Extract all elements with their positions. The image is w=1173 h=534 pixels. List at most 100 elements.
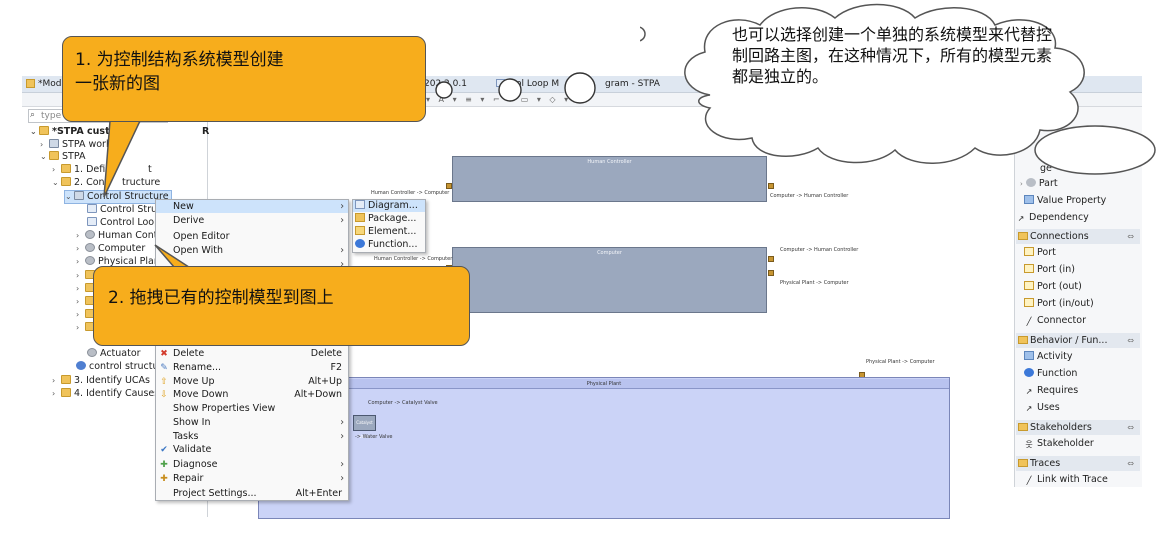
chevron-right-icon: ›: [340, 259, 344, 270]
palette-item-port[interactable]: Port: [1024, 247, 1056, 259]
chevron-right-icon: ›: [340, 201, 344, 212]
editor-tab-title[interactable]: trol Loop M: [509, 79, 560, 89]
palette-item-requires[interactable]: ↗Requires: [1025, 385, 1079, 396]
palette-item-connector[interactable]: ╱Connector: [1024, 315, 1086, 327]
label-to-water-valve: -> Water Valve: [355, 434, 393, 440]
folder-icon: [61, 375, 71, 384]
chevron-right-icon: ›: [340, 459, 344, 470]
chevron-right-icon[interactable]: ›: [52, 376, 56, 385]
submenu-item-function[interactable]: Function...: [353, 239, 425, 251]
diagram-icon: [87, 204, 97, 213]
palette-category-behavior[interactable]: Behavior / Fun...⇔: [1016, 333, 1140, 348]
menu-item-rename[interactable]: ✎Rename...F2: [160, 362, 342, 373]
collapse-icon[interactable]: ⇔: [1127, 336, 1134, 345]
menu-item-tasks[interactable]: Tasks›: [173, 431, 344, 442]
palette-item-dependency[interactable]: ↗Dependency: [1017, 212, 1089, 223]
palette-item-activity[interactable]: Activity: [1024, 351, 1073, 363]
menu-item-validate[interactable]: ✔Validate: [160, 444, 212, 455]
block-catalyst-valve[interactable]: Catalyst Valve: [353, 415, 376, 439]
chevron-right-icon[interactable]: ›: [52, 165, 56, 174]
port-icon: [1024, 247, 1034, 256]
tree-item-human-controller[interactable]: ›Human Contr: [76, 230, 162, 241]
chevron-down-icon[interactable]: ⌄: [30, 127, 37, 136]
menu-item-open-with[interactable]: Open With›: [173, 245, 344, 256]
palette-item-package-partial[interactable]: ge: [1040, 163, 1052, 174]
chevron-right-icon[interactable]: ›: [76, 244, 80, 253]
tree-item-control-structure-selected[interactable]: ⌄Control Structure: [64, 190, 172, 204]
block-icon: [87, 348, 97, 357]
tree-item-define[interactable]: ›1. Define: [52, 164, 118, 175]
tree-item-computer[interactable]: ›Computer: [76, 243, 146, 254]
tree-item-control-structure-file[interactable]: control structure.: [76, 361, 171, 373]
chevron-right-icon[interactable]: ›: [52, 389, 56, 398]
tree-item-identify-ucas[interactable]: ›3. Identify UCAs: [52, 375, 150, 386]
port-hc-left[interactable]: [446, 183, 452, 189]
menu-item-project-settings[interactable]: Project Settings...Alt+Enter: [173, 488, 342, 499]
submenu-item-element[interactable]: Element...: [353, 226, 425, 238]
collapse-icon[interactable]: ⇔: [1127, 232, 1134, 241]
collapse-icon[interactable]: ⇔: [1127, 459, 1134, 468]
chevron-right-icon[interactable]: ›: [76, 257, 80, 266]
menu-item-new[interactable]: New›: [156, 200, 348, 213]
menu-item-hidden[interactable]: ›: [156, 258, 348, 271]
submenu-item-diagram[interactable]: Diagram...: [353, 200, 425, 212]
tree-item-control-struct-diagram[interactable]: Control Struct: [87, 204, 166, 216]
menu-item-show-in[interactable]: Show In›: [173, 417, 344, 428]
palette-item-port-in[interactable]: Port (in): [1024, 264, 1075, 276]
tree-item-control-structure-pkg[interactable]: ⌄2. Contr: [52, 177, 113, 188]
palette-category-traces[interactable]: Traces⇔: [1016, 456, 1140, 471]
menu-item-repair[interactable]: ✚Repair›: [160, 473, 344, 484]
chevron-down-icon[interactable]: ⌄: [65, 192, 72, 201]
port-computer-right-1[interactable]: [768, 256, 774, 262]
folder-icon: [49, 151, 59, 160]
block-computer[interactable]: Computer: [452, 247, 767, 313]
menu-item-open-editor[interactable]: Open Editor: [173, 231, 230, 242]
block-human-controller[interactable]: Human Controller: [452, 156, 767, 202]
block-physical-plant-label: Physical Plant: [259, 379, 949, 389]
block-physical-plant[interactable]: Physical Plant: [258, 377, 950, 519]
tree-item-control-loop[interactable]: Control Loop: [87, 217, 160, 229]
port-hc-right[interactable]: [768, 183, 774, 189]
submenu-item-package[interactable]: Package...: [353, 213, 425, 225]
chevron-down-icon[interactable]: ⌄: [52, 178, 59, 187]
palette-item-function[interactable]: Function: [1024, 368, 1077, 380]
tree-root-suffix: R: [202, 126, 210, 137]
collapse-icon[interactable]: ⇔: [1127, 423, 1134, 432]
tree-item-workflow[interactable]: ›STPA workflo: [40, 139, 124, 150]
connector-icon: ╱: [1026, 317, 1032, 326]
callout-step-1-line-2: 一张新的图: [75, 74, 160, 94]
chevron-down-icon[interactable]: ⌄: [40, 152, 47, 161]
chevron-right-icon[interactable]: ›: [76, 231, 80, 240]
element-icon: [355, 226, 365, 235]
tree-item-actuator[interactable]: Actuator: [87, 348, 141, 360]
menu-item-derive[interactable]: Derive›: [173, 215, 344, 226]
tree-root[interactable]: ⌄*STPA customiz: [30, 126, 135, 137]
menu-item-show-properties[interactable]: Show Properties View: [173, 403, 276, 414]
menu-item-diagnose[interactable]: ✚Diagnose›: [160, 459, 344, 470]
palette-item-link-with-trace[interactable]: ╱Link with Trace: [1024, 474, 1108, 486]
callout-step-2-text: 2. 拖拽已有的控制模型到图上: [108, 288, 334, 308]
label-hc-to-computer-1: Human Controller -> Computer: [371, 190, 450, 196]
chevron-right-icon: ›: [340, 431, 344, 442]
palette-item-value-property[interactable]: Value Property: [1024, 195, 1106, 207]
palette-category-connections[interactable]: Connections⇔: [1016, 229, 1140, 244]
toolbar-buttons[interactable]: ▾ A ▾ ≡ ▾ ⌐ ▾ ▭ ▾ ◇ ▾: [426, 95, 572, 104]
tree-item-physical-plant[interactable]: ›Physical Plant: [76, 256, 164, 267]
workflow-icon: [49, 139, 59, 148]
chevron-right-icon: ›: [340, 417, 344, 428]
port-computer-right-2[interactable]: [768, 270, 774, 276]
palette-item-part[interactable]: › Part: [1020, 178, 1058, 189]
tree-item-stpa[interactable]: ⌄STPA: [40, 151, 86, 162]
palette-item-port-out[interactable]: Port (out): [1024, 281, 1082, 293]
chevron-right-icon[interactable]: ›: [40, 140, 44, 149]
palette-item-uses[interactable]: ↗Uses: [1025, 402, 1060, 413]
palette-category-stakeholders[interactable]: Stakeholders⇔: [1016, 420, 1140, 435]
thought-bubble-small: [640, 26, 646, 42]
palette-item-port-inout[interactable]: Port (in/out): [1024, 298, 1094, 310]
tree-item-identify-causes[interactable]: ›4. Identify Causes: [52, 388, 160, 399]
folder-icon: [1018, 423, 1028, 431]
